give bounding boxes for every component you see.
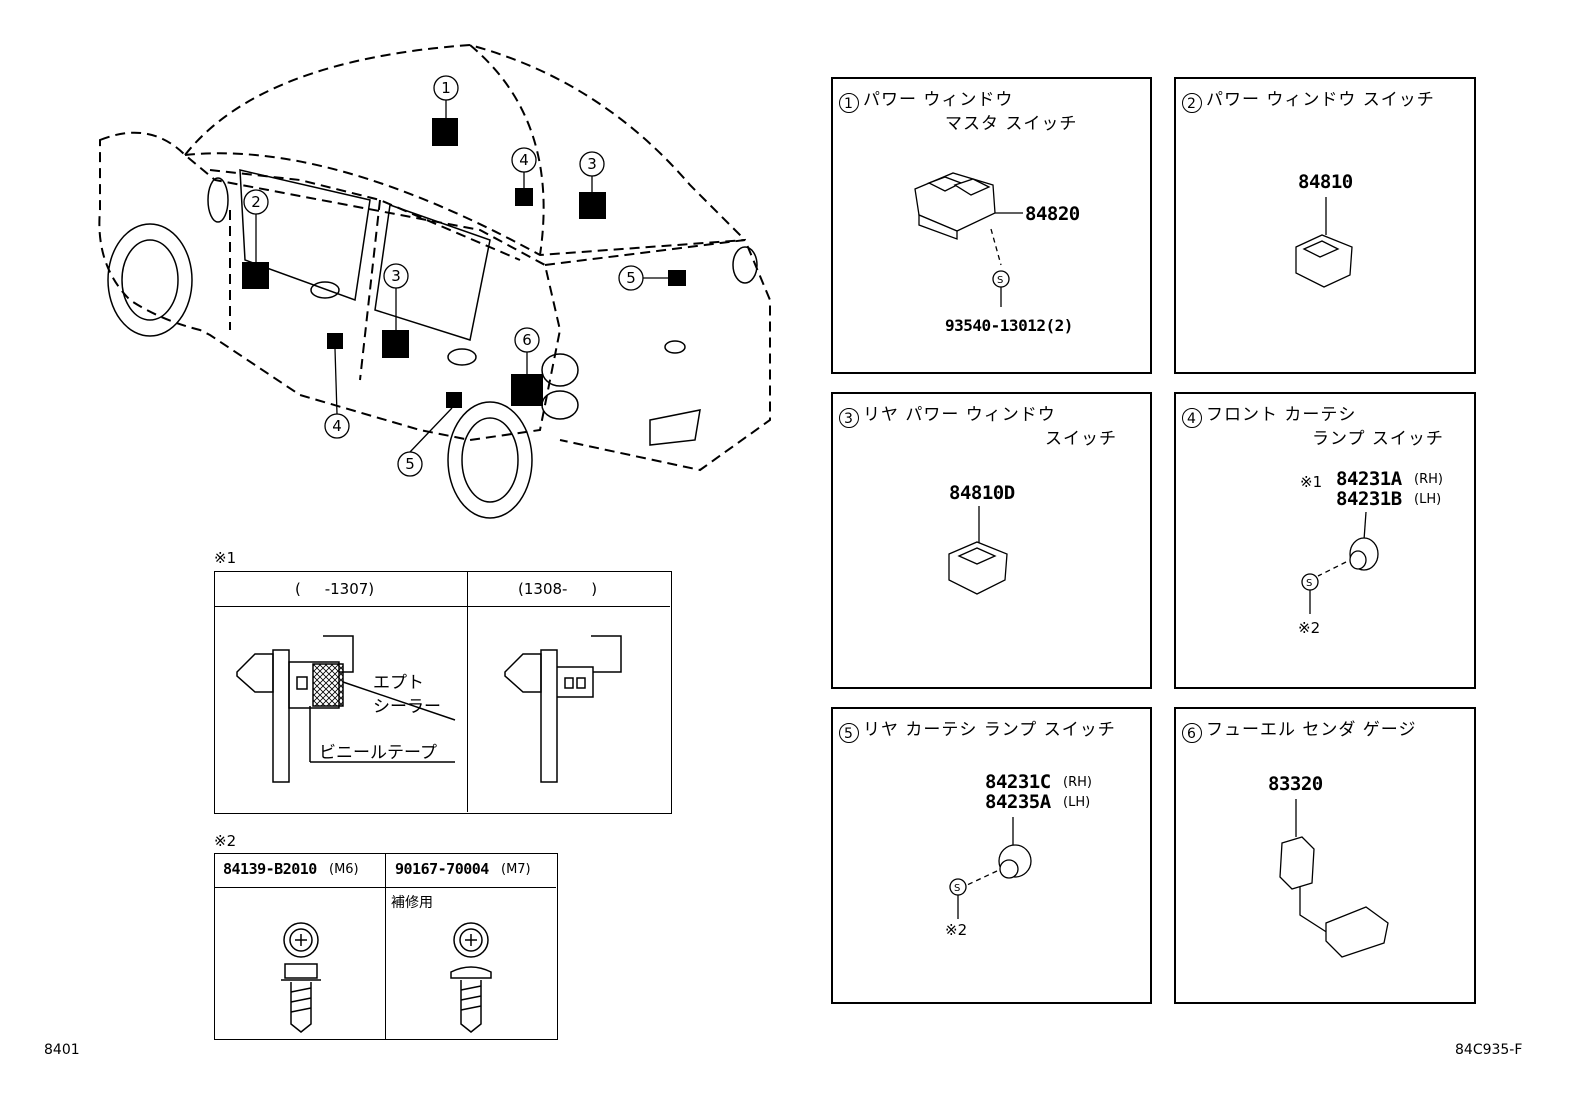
note1-table: ( -1307) (1308- ) エプト シーラ	[214, 571, 672, 814]
note1-col2-header: (1308- )	[518, 580, 598, 598]
sealer-label: エプト	[373, 673, 424, 693]
part-84810: 84810	[1298, 171, 1353, 193]
panel-4-screw-ref: ※2	[1298, 619, 1321, 637]
part-93540-13012: 93540-13012(2)	[945, 316, 1073, 335]
panel-4-note-ref: ※1	[1300, 473, 1323, 491]
part-84231B: 84231B	[1336, 488, 1402, 510]
part-84810D: 84810D	[949, 482, 1015, 504]
panel-5-screw-ref: ※2	[945, 921, 968, 939]
panel-4-lh: (LH)	[1414, 492, 1442, 507]
callout-3-roof: 3	[587, 155, 597, 173]
note2-table: 84139-B2010 (M6) 90167-70004 (M7) 補修用	[214, 853, 558, 1040]
switch-drawing-2	[1295, 197, 1353, 288]
note2-label: ※2	[214, 832, 237, 850]
switch-drawing-3	[948, 506, 1008, 595]
panel-2-title: パワー ウィンドウ スイッチ	[1206, 90, 1435, 110]
panel-5-num: 5	[839, 723, 859, 743]
note2-col2-size: (M7)	[501, 862, 531, 877]
callout-6: 6	[522, 331, 532, 349]
note2-col1-size: (M6)	[329, 862, 359, 877]
panel-3-num: 3	[839, 408, 859, 428]
panel-4-title-2: ランプ スイッチ	[1312, 429, 1444, 449]
callout-5-door: 5	[405, 455, 415, 473]
panel-6-num: 6	[1182, 723, 1202, 743]
callout-4-pillar: 4	[332, 417, 342, 435]
panel-4-title: フロント カーテシ	[1206, 405, 1357, 425]
callout-3-door: 3	[391, 267, 401, 285]
figure-code: 84C935-F	[1455, 1042, 1523, 1058]
note1-label: ※1	[214, 549, 237, 567]
callout-4-roof: 4	[519, 151, 529, 169]
courtesy-switch-drawing-4: S	[1301, 511, 1379, 614]
callout-5-rear: 5	[626, 269, 636, 287]
part-83320: 83320	[1268, 773, 1323, 795]
part-84231A: 84231A	[1336, 468, 1402, 490]
panel-5-lh: (LH)	[1063, 795, 1091, 810]
screw-symbol-1: S	[997, 275, 1003, 286]
panel-4-rh: (RH)	[1414, 472, 1443, 487]
car-illustration: 1 4 3 2 5 3 4 6 5	[98, 43, 771, 519]
bolt-drawings	[281, 922, 492, 1033]
panel-2-num: 2	[1182, 93, 1202, 113]
screw-symbol-5: S	[954, 883, 960, 894]
panel-1-title-2: マスタ スイッチ	[945, 114, 1078, 134]
callout-2: 2	[251, 193, 261, 211]
part-84231C: 84231C	[985, 771, 1051, 793]
note1-col1-header: ( -1307)	[295, 580, 375, 598]
panel-5-title: リヤ カーテシ ランプ スイッチ	[863, 720, 1116, 740]
tape-label: ビニールテープ	[319, 743, 437, 763]
panel-4-num: 4	[1182, 408, 1202, 428]
note2-col1-part: 84139-B2010	[223, 860, 317, 878]
fuel-gauge-drawing	[1279, 799, 1389, 958]
part-84235A: 84235A	[985, 791, 1051, 813]
master-switch-drawing: S	[914, 172, 1023, 307]
note2-col2-part: 90167-70004	[395, 860, 489, 878]
panel-6-title: フューエル センダ ゲージ	[1206, 720, 1417, 740]
panel-1-num: 1	[839, 93, 859, 113]
page-code-left: 8401	[44, 1042, 80, 1058]
panel-3-title-2: スイッチ	[1045, 429, 1117, 449]
sealer-label-2: シーラー	[373, 697, 441, 717]
panel-1-title: パワー ウィンドウ	[863, 90, 1014, 110]
note2-repair-label: 補修用	[391, 895, 433, 911]
callout-1: 1	[441, 79, 451, 97]
courtesy-switch-drawing-5: S	[949, 817, 1032, 919]
sealer-diagram	[236, 635, 622, 783]
screw-symbol-4: S	[1306, 578, 1312, 589]
part-84820: 84820	[1025, 203, 1080, 225]
panel-5-rh: (RH)	[1063, 775, 1092, 790]
panel-3-title: リヤ パワー ウィンドウ	[863, 405, 1056, 425]
